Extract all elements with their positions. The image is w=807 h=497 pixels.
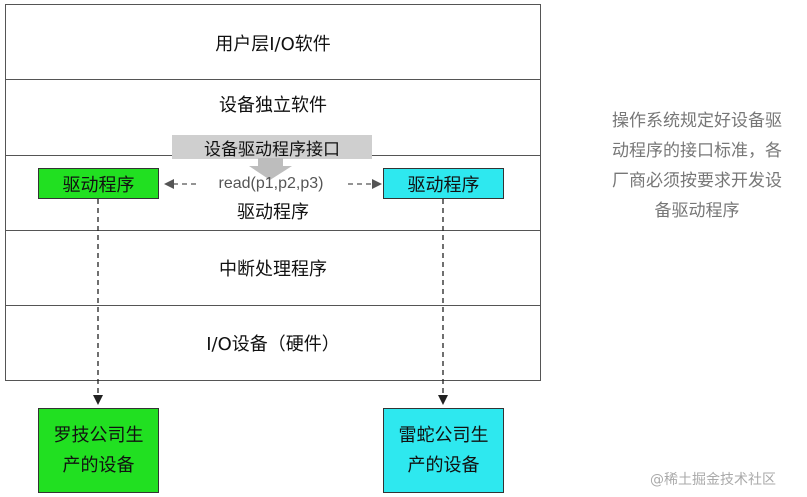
layer-driver: 驱动程序 <box>5 156 541 230</box>
read-call-text: read(p1,p2,p3) <box>218 175 324 192</box>
side-note-line-3: 厂商必须按要求开发设 <box>612 171 782 191</box>
razer-device-line2: 产的设备 <box>407 454 480 476</box>
layer-border-top <box>5 4 541 5</box>
left-driver-box: 驱动程序 <box>38 168 159 199</box>
interface-down-arrow <box>249 158 292 180</box>
layer-border-bottom <box>5 380 541 381</box>
right-driver-box: 驱动程序 <box>383 168 504 199</box>
side-note: 操作系统规定好设备驱 动程序的接口标准，各 厂商必须按要求开发设 备驱动程序 <box>588 106 806 226</box>
driver-interface-text: 设备驱动程序接口 <box>204 139 340 160</box>
side-note-line-1: 操作系统规定好设备驱 <box>612 111 782 131</box>
layer-device-independent-label: 设备独立软件 <box>219 95 327 116</box>
layer-separator-3 <box>5 230 541 231</box>
razer-device-box: 雷蛇公司生 产的设备 <box>383 408 504 493</box>
logitech-device-box: 罗技公司生 产的设备 <box>38 408 159 493</box>
watermark: @稀土掘金技术社区 <box>650 472 776 488</box>
read-call-label: read(p1,p2,p3) <box>196 172 346 196</box>
layer-separator-1 <box>5 79 541 80</box>
side-note-line-2: 动程序的接口标准，各 <box>612 141 782 161</box>
layer-interrupt-handler: 中断处理程序 <box>5 231 541 305</box>
right-driver-label: 驱动程序 <box>407 174 480 196</box>
driver-interface-label: 设备驱动程序接口 <box>172 135 372 160</box>
layer-separator-4 <box>5 305 541 306</box>
layer-io-device: I/O设备（硬件） <box>5 306 541 380</box>
layer-io-device-label: I/O设备（硬件） <box>206 334 340 355</box>
layer-device-independent: 设备独立软件 <box>5 80 541 155</box>
logitech-device-line2: 产的设备 <box>62 454 135 476</box>
razer-device-line1: 雷蛇公司生 <box>398 424 489 446</box>
layer-user-io: 用户层I/O软件 <box>5 5 541 80</box>
layer-interrupt-handler-label: 中断处理程序 <box>219 259 327 280</box>
logitech-device-line1: 罗技公司生 <box>53 424 144 446</box>
layer-user-io-label: 用户层I/O软件 <box>215 33 331 55</box>
layer-driver-label: 驱动程序 <box>237 202 309 223</box>
side-note-line-4: 备驱动程序 <box>654 201 740 221</box>
left-driver-label: 驱动程序 <box>62 174 135 196</box>
